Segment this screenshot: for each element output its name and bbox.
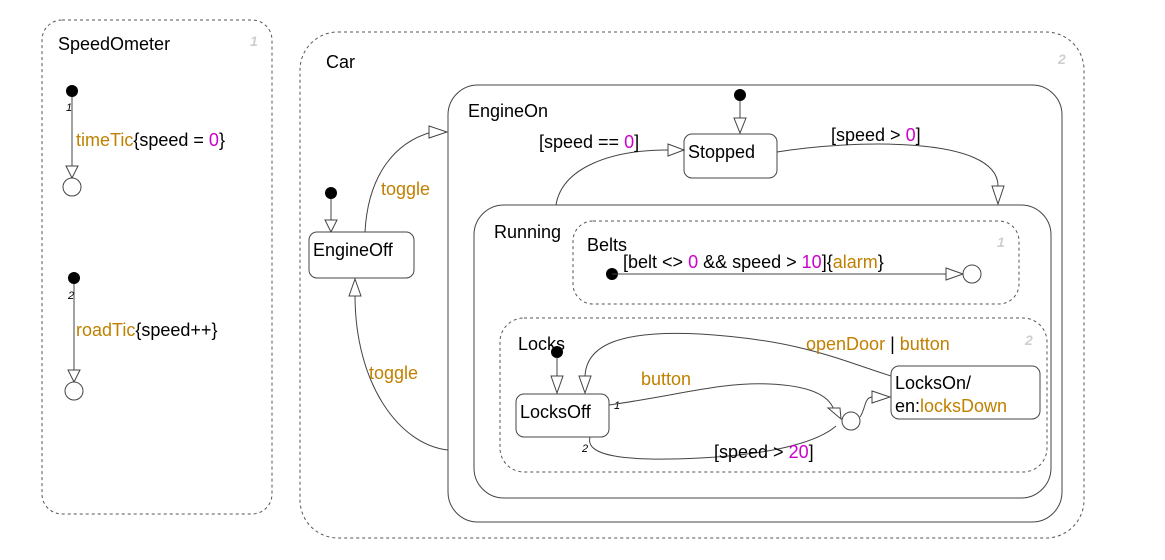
locks-on-entry-action: en:locksDown [895,396,1007,416]
to-running-transition [776,143,999,187]
speedometer-label-1: timeTic{speed = 0} [76,130,225,150]
car-initial-arrowhead [324,219,338,234]
speedometer-label-2: roadTic{speed++} [76,320,217,340]
locks-back-transition [584,332,892,379]
locks-junction [841,411,861,431]
car-initial-dot [325,187,337,199]
running-title: Running [494,222,561,242]
locks-speed-transition [589,425,837,460]
belts-label: [belt <> 0 && speed > 10]{alarm} [623,252,884,272]
stopped-state [683,133,778,179]
speedometer-initial-dot-1 [66,85,78,97]
engine-off-title: EngineOff [313,240,394,260]
belts-title: Belts [587,235,627,255]
locks-off-state [515,393,610,438]
locks-region [499,317,1048,473]
belts-pseudostate [962,264,982,284]
car-title: Car [326,52,355,72]
engine-on-initial-arrowhead [733,117,747,135]
car-order-number: 2 [1057,51,1066,67]
toggle-on-label: toggle [381,179,430,199]
locks-speed-index: 2 [581,443,588,455]
locks-on-title: LocksOn/ [895,373,971,393]
to-stopped-arrowhead [667,143,686,157]
speedometer-arrowhead-2 [67,369,81,384]
locks-button-label: button [641,369,691,389]
speedometer-transition-index-2: 2 [67,290,74,302]
locks-button-transition [608,383,835,411]
running-state [473,204,1052,499]
to-stopped-label: [speed == 0] [539,132,639,152]
speedometer-initial-dot-2 [68,272,80,284]
toggle-on-arrowhead [428,125,449,139]
car-region [299,31,1085,539]
toggle-off-arrowhead [348,277,362,297]
toggle-on-transition [364,131,433,233]
speedometer-pseudostate-2 [64,381,84,401]
stopped-title: Stopped [688,142,755,162]
belts-region [572,220,1020,305]
belts-arrowhead [945,267,965,281]
speedometer-arrowhead-1 [65,165,79,180]
locks-junction-arrowhead [871,390,892,404]
to-running-label: [speed > 0] [831,125,921,145]
to-running-arrowhead [991,185,1005,206]
speedometer-transition-index-1: 1 [66,102,72,114]
locks-on-state [890,365,1041,420]
engine-on-initial-dot [734,89,746,101]
speedometer-order-number: 1 [250,33,258,49]
locks-back-label: openDoor | button [806,334,950,354]
locks-speed-label: [speed > 20] [714,442,814,462]
speedometer-pseudostate-1 [62,177,82,197]
toggle-off-transition [354,294,449,451]
toggle-off-label: toggle [369,363,418,383]
locks-off-title: LocksOff [520,402,592,422]
locks-initial-arrowhead [550,375,564,395]
locks-initial-dot [551,346,563,358]
engine-off-state [308,231,415,279]
locks-order-number: 2 [1024,332,1033,348]
engine-on-title: EngineOn [468,101,548,121]
to-stopped-transition [555,149,669,206]
locks-junction-transition [859,396,873,418]
locks-button-index: 1 [614,400,620,412]
locks-back-arrowhead [578,375,592,395]
belts-order-number: 1 [997,234,1005,250]
speedometer-region [41,19,273,515]
speedometer-title: SpeedOmeter [58,34,170,54]
locks-button-arrowhead [826,407,842,421]
